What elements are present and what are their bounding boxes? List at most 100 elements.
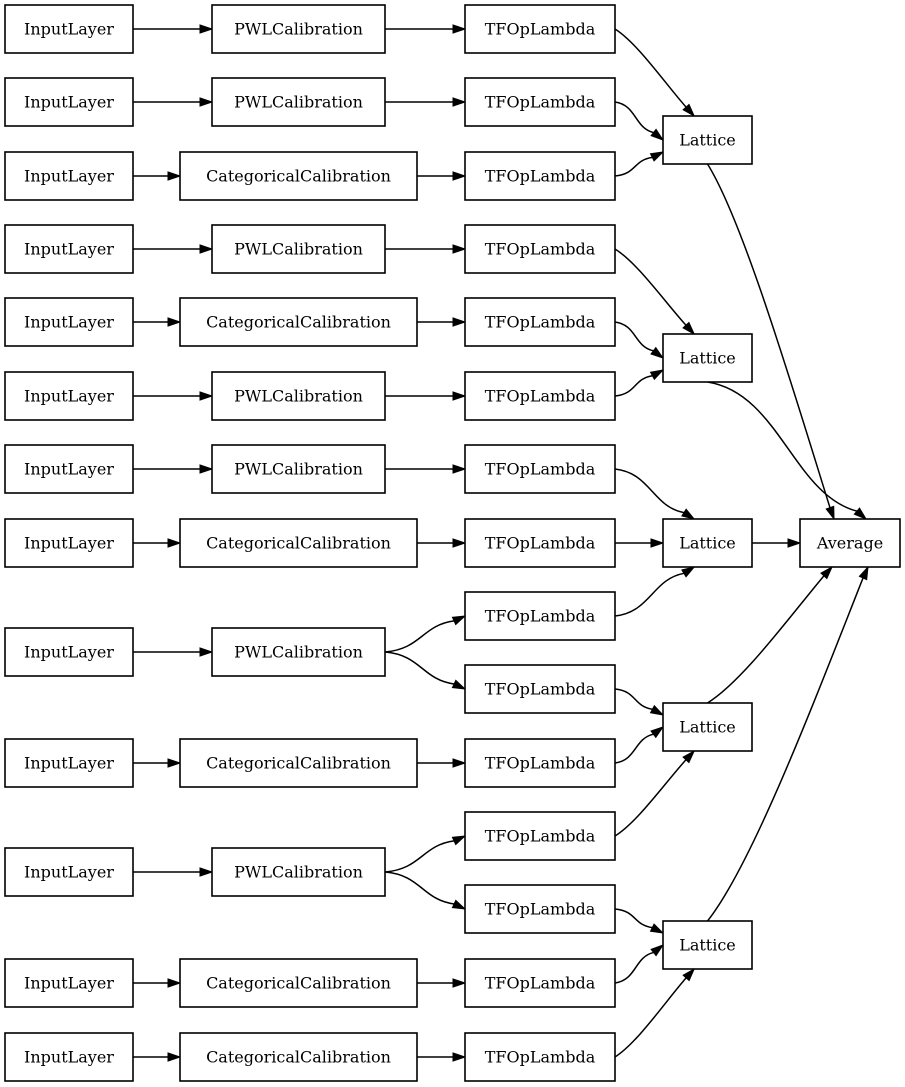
- node-box-tfop-lambda[interactable]: [464, 664, 616, 714]
- node-box-pwlcalibration[interactable]: [211, 77, 386, 127]
- node-box-pwlcalibration[interactable]: [211, 627, 386, 677]
- node-categorical-calibration[interactable]: CategoricalCalibration: [179, 297, 418, 347]
- node-box-categorical-calibration[interactable]: [179, 297, 418, 347]
- node-categorical-calibration[interactable]: CategoricalCalibration: [179, 1032, 418, 1082]
- node-pwlcalibration[interactable]: PWLCalibration: [211, 444, 386, 494]
- node-box-input-layer[interactable]: [4, 77, 134, 127]
- arrowhead-pwlcalibration-to-tfop-lambda: [452, 244, 467, 254]
- node-box-tfop-lambda[interactable]: [464, 371, 616, 421]
- node-input-layer[interactable]: InputLayer: [4, 224, 134, 274]
- node-pwlcalibration[interactable]: PWLCalibration: [211, 77, 386, 127]
- node-box-input-layer[interactable]: [4, 847, 134, 897]
- node-tfop-lambda[interactable]: TFOpLambda: [464, 151, 616, 201]
- node-box-categorical-calibration[interactable]: [179, 738, 418, 788]
- arrowhead-pwlcalibration-to-tfop-lambda: [451, 835, 467, 846]
- node-input-layer[interactable]: InputLayer: [4, 958, 134, 1008]
- node-input-layer[interactable]: InputLayer: [4, 77, 134, 127]
- node-lattice[interactable]: Lattice: [662, 518, 753, 568]
- node-box-lattice[interactable]: [662, 702, 753, 752]
- node-input-layer[interactable]: InputLayer: [4, 4, 134, 54]
- node-pwlcalibration[interactable]: PWLCalibration: [211, 224, 386, 274]
- node-input-layer[interactable]: InputLayer: [4, 847, 134, 897]
- node-box-tfop-lambda[interactable]: [464, 77, 616, 127]
- node-box-input-layer[interactable]: [4, 738, 134, 788]
- node-box-categorical-calibration[interactable]: [179, 958, 418, 1008]
- node-box-tfop-lambda[interactable]: [464, 224, 616, 274]
- node-pwlcalibration[interactable]: PWLCalibration: [211, 4, 386, 54]
- node-input-layer[interactable]: InputLayer: [4, 371, 134, 421]
- node-categorical-calibration[interactable]: CategoricalCalibration: [179, 518, 418, 568]
- node-tfop-lambda[interactable]: TFOpLambda: [464, 591, 616, 641]
- node-box-tfop-lambda[interactable]: [464, 738, 616, 788]
- node-input-layer[interactable]: InputLayer: [4, 444, 134, 494]
- arrowhead-input-layer-to-pwlcalibration: [199, 647, 214, 657]
- node-tfop-lambda[interactable]: TFOpLambda: [464, 811, 616, 861]
- node-lattice[interactable]: Lattice: [662, 702, 753, 752]
- node-categorical-calibration[interactable]: CategoricalCalibration: [179, 738, 418, 788]
- node-pwlcalibration[interactable]: PWLCalibration: [211, 371, 386, 421]
- node-box-lattice[interactable]: [662, 333, 753, 383]
- node-input-layer[interactable]: InputLayer: [4, 518, 134, 568]
- node-box-input-layer[interactable]: [4, 518, 134, 568]
- node-lattice[interactable]: Lattice: [662, 115, 753, 165]
- node-box-average[interactable]: [799, 518, 901, 568]
- node-box-pwlcalibration[interactable]: [211, 4, 386, 54]
- node-tfop-lambda[interactable]: TFOpLambda: [464, 664, 616, 714]
- node-categorical-calibration[interactable]: CategoricalCalibration: [179, 958, 418, 1008]
- node-input-layer[interactable]: InputLayer: [4, 738, 134, 788]
- node-input-layer[interactable]: InputLayer: [4, 297, 134, 347]
- node-tfop-lambda[interactable]: TFOpLambda: [464, 1032, 616, 1082]
- node-box-tfop-lambda[interactable]: [464, 151, 616, 201]
- node-box-tfop-lambda[interactable]: [464, 297, 616, 347]
- node-box-tfop-lambda[interactable]: [464, 958, 616, 1008]
- node-box-tfop-lambda[interactable]: [464, 884, 616, 934]
- node-box-input-layer[interactable]: [4, 4, 134, 54]
- node-pwlcalibration[interactable]: PWLCalibration: [211, 847, 386, 897]
- arrowhead-tfop-lambda-to-lattice: [650, 128, 665, 141]
- node-tfop-lambda[interactable]: TFOpLambda: [464, 958, 616, 1008]
- node-categorical-calibration[interactable]: CategoricalCalibration: [179, 151, 418, 201]
- node-box-input-layer[interactable]: [4, 151, 134, 201]
- node-box-tfop-lambda[interactable]: [464, 1032, 616, 1082]
- node-tfop-lambda[interactable]: TFOpLambda: [464, 4, 616, 54]
- node-tfop-lambda[interactable]: TFOpLambda: [464, 77, 616, 127]
- node-box-input-layer[interactable]: [4, 627, 134, 677]
- node-input-layer[interactable]: InputLayer: [4, 1032, 134, 1082]
- node-average[interactable]: Average: [799, 518, 901, 568]
- node-tfop-lambda[interactable]: TFOpLambda: [464, 444, 616, 494]
- node-tfop-lambda[interactable]: TFOpLambda: [464, 738, 616, 788]
- node-tfop-lambda[interactable]: TFOpLambda: [464, 371, 616, 421]
- node-pwlcalibration[interactable]: PWLCalibration: [211, 627, 386, 677]
- node-box-pwlcalibration[interactable]: [211, 847, 386, 897]
- node-box-tfop-lambda[interactable]: [464, 4, 616, 54]
- node-box-categorical-calibration[interactable]: [179, 151, 418, 201]
- node-box-lattice[interactable]: [662, 518, 753, 568]
- node-lattice[interactable]: Lattice: [662, 920, 753, 970]
- node-tfop-lambda[interactable]: TFOpLambda: [464, 297, 616, 347]
- node-input-layer[interactable]: InputLayer: [4, 627, 134, 677]
- node-box-categorical-calibration[interactable]: [179, 518, 418, 568]
- node-box-pwlcalibration[interactable]: [211, 224, 386, 274]
- node-box-input-layer[interactable]: [4, 1032, 134, 1082]
- node-box-tfop-lambda[interactable]: [464, 811, 616, 861]
- node-tfop-lambda[interactable]: TFOpLambda: [464, 884, 616, 934]
- node-input-layer[interactable]: InputLayer: [4, 151, 134, 201]
- node-box-lattice[interactable]: [662, 920, 753, 970]
- node-box-categorical-calibration[interactable]: [179, 1032, 418, 1082]
- node-lattice[interactable]: Lattice: [662, 333, 753, 383]
- node-box-input-layer[interactable]: [4, 371, 134, 421]
- arrowhead-input-layer-to-categorical-calibration: [167, 758, 182, 768]
- node-box-pwlcalibration[interactable]: [211, 371, 386, 421]
- node-box-input-layer[interactable]: [4, 224, 134, 274]
- arrowhead-input-layer-to-pwlcalibration: [199, 391, 214, 401]
- node-box-input-layer[interactable]: [4, 444, 134, 494]
- node-box-pwlcalibration[interactable]: [211, 444, 386, 494]
- node-box-input-layer[interactable]: [4, 958, 134, 1008]
- node-box-lattice[interactable]: [662, 115, 753, 165]
- node-box-tfop-lambda[interactable]: [464, 518, 616, 568]
- node-tfop-lambda[interactable]: TFOpLambda: [464, 224, 616, 274]
- node-box-tfop-lambda[interactable]: [464, 591, 616, 641]
- node-box-input-layer[interactable]: [4, 297, 134, 347]
- node-box-tfop-lambda[interactable]: [464, 444, 616, 494]
- node-tfop-lambda[interactable]: TFOpLambda: [464, 518, 616, 568]
